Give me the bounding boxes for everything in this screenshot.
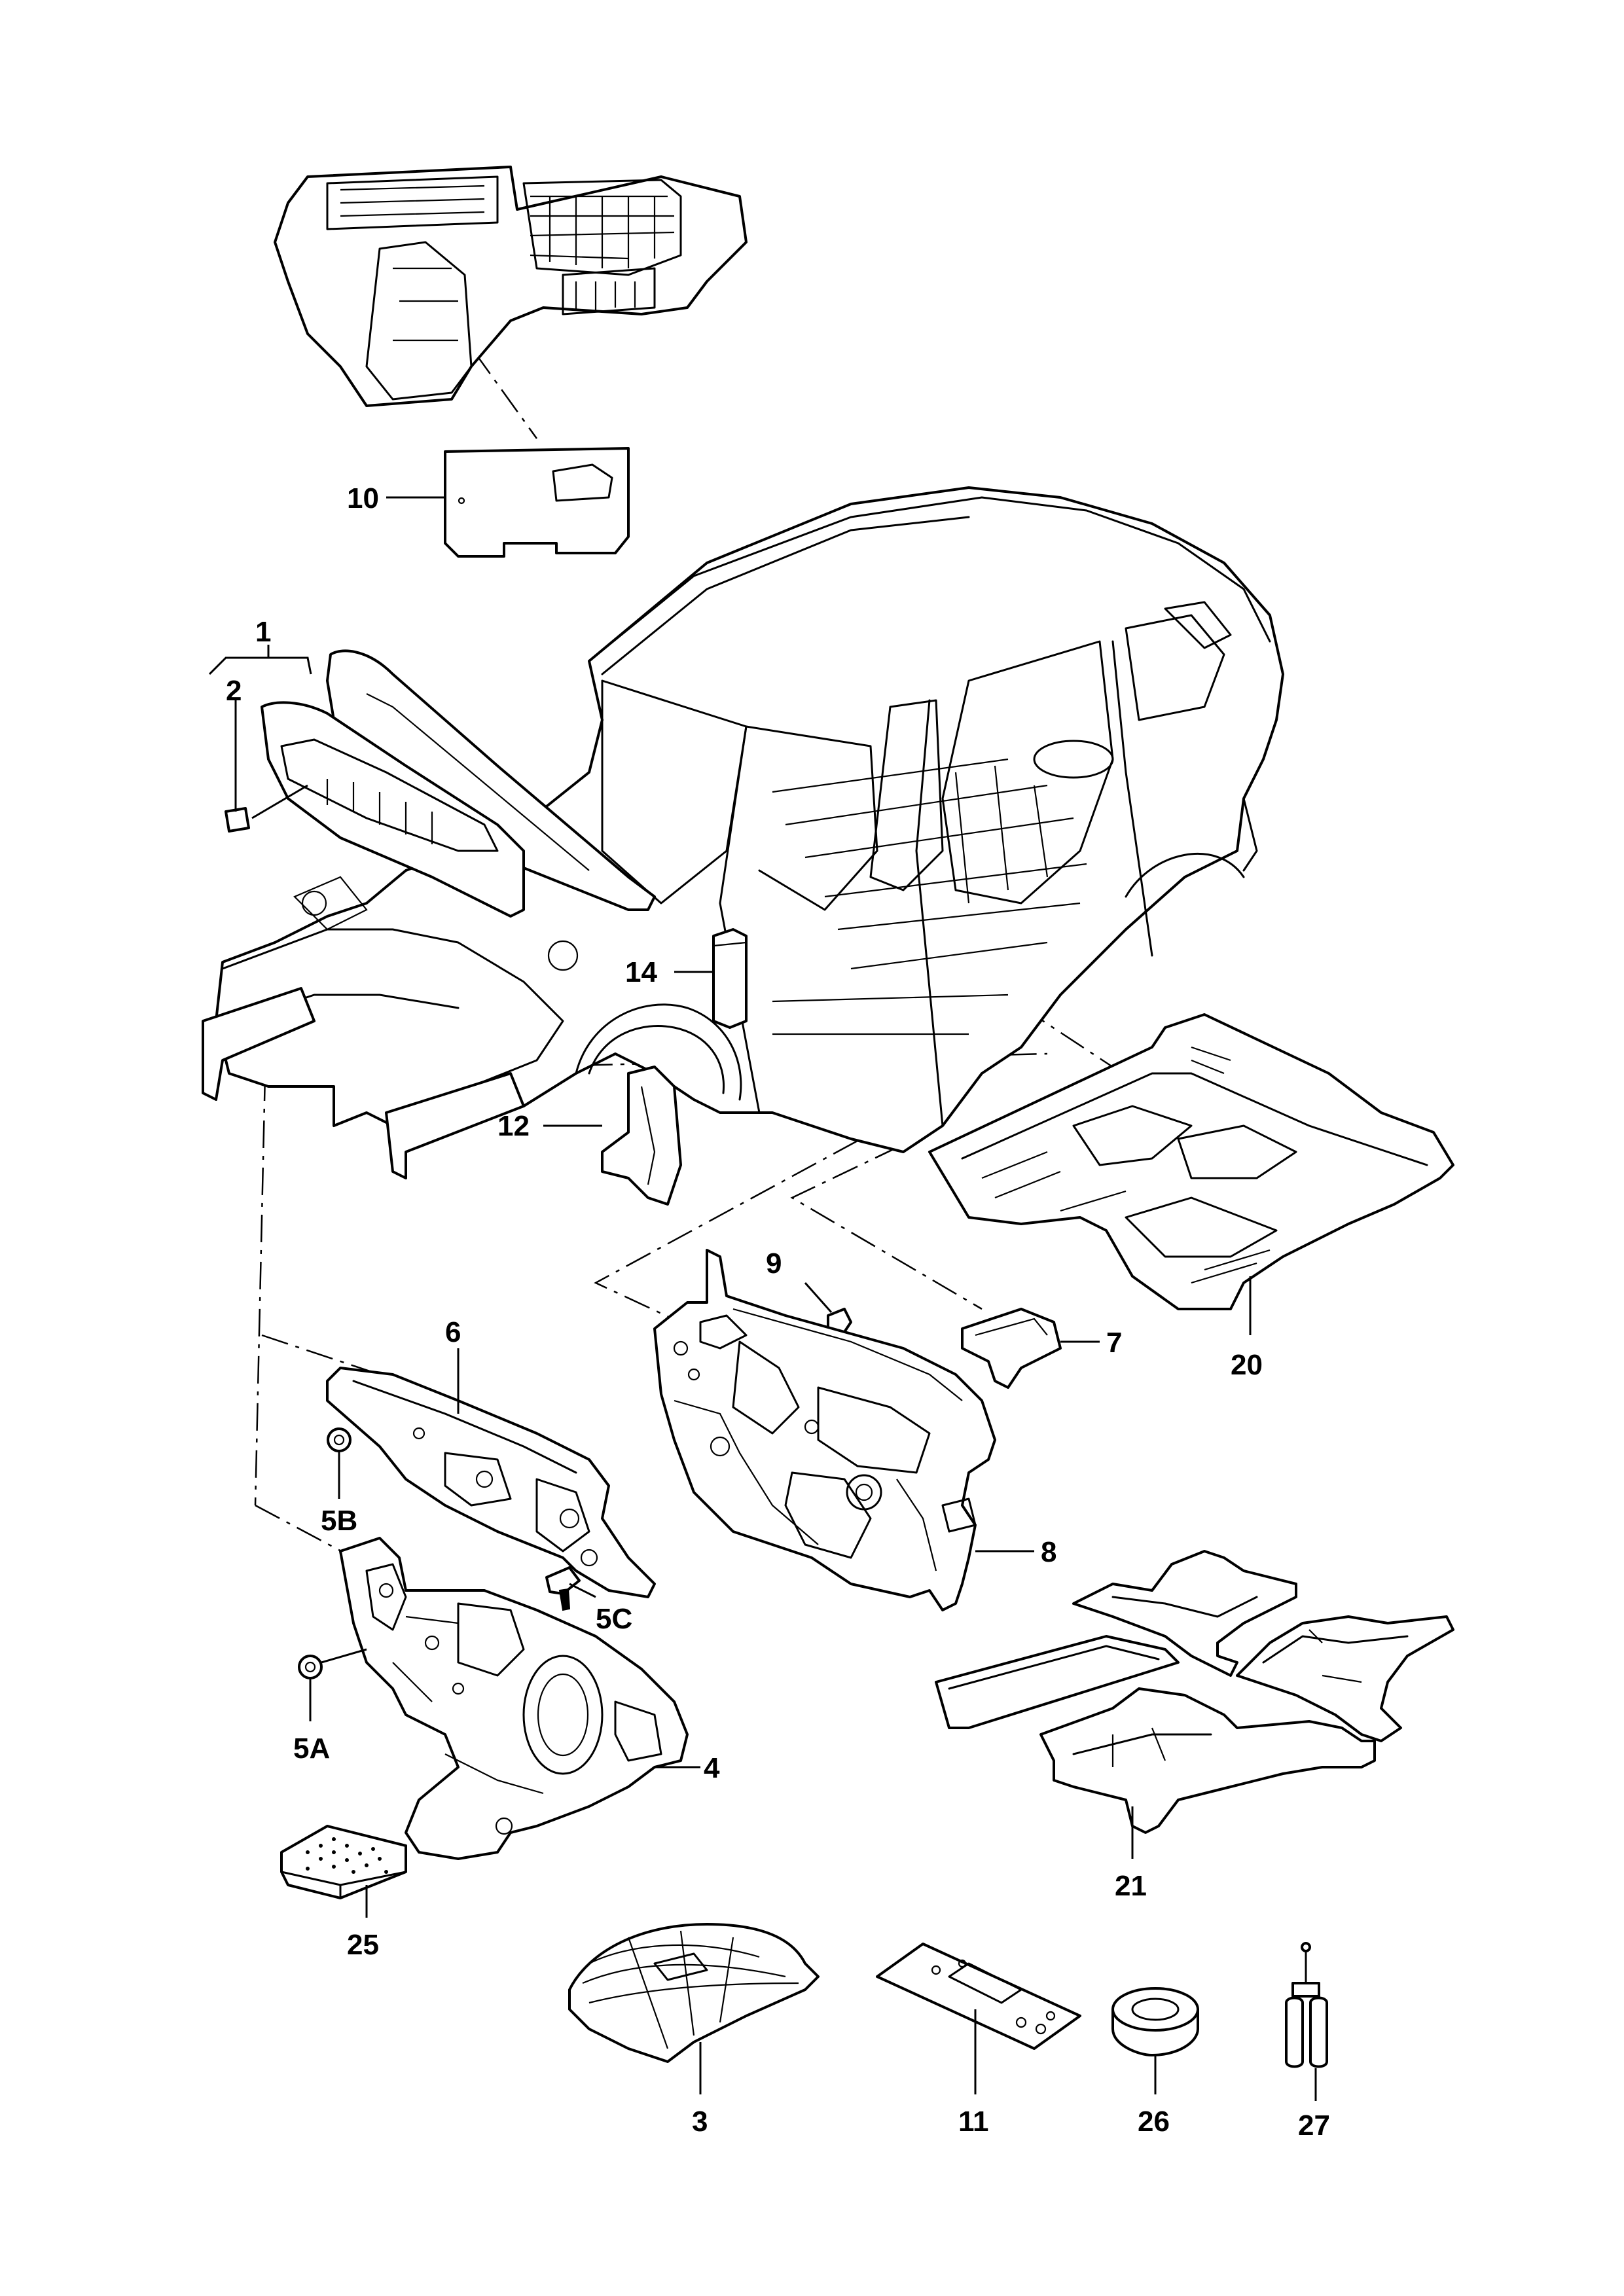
callout-5b: 5B <box>321 1505 357 1537</box>
callout-1: 1 <box>255 616 271 648</box>
part-8-bulkhead-insulation: 8 <box>653 1249 1056 1611</box>
callout-5c: 5C <box>596 1603 632 1635</box>
callout-6: 6 <box>445 1316 461 1348</box>
part-3-insulation: 3 <box>568 1923 820 2138</box>
part-20-floor-carpet: 20 <box>928 1013 1454 1381</box>
callout-20: 20 <box>1231 1349 1263 1381</box>
callout-2: 2 <box>226 675 242 707</box>
part-10-insulation: 10 <box>347 447 630 558</box>
callout-14: 14 <box>625 956 657 988</box>
callout-5a: 5A <box>293 1732 330 1765</box>
callout-26: 26 <box>1138 2106 1170 2138</box>
callout-21: 21 <box>1115 1870 1147 1902</box>
foam-dots <box>306 1837 388 1874</box>
part-12-insulation: 12 <box>497 1066 682 1206</box>
part-5b-grommet: 5B <box>321 1427 357 1537</box>
part-14-block: 14 <box>625 928 748 1029</box>
callout-12: 12 <box>497 1110 530 1142</box>
part-26-ring: 26 <box>1111 1987 1199 2138</box>
part-1-2-bonnet-insulation: 1 2 <box>208 616 656 918</box>
part-21-floor-mats: 21 <box>935 1550 1454 1902</box>
part-25-foam-block: 25 <box>280 1825 407 1961</box>
callout-11: 11 <box>958 2106 989 2138</box>
part-9-clip: 9 <box>766 1247 852 1333</box>
part-5a-grommet: 5A <box>293 1648 367 1765</box>
callout-4: 4 <box>704 1752 720 1784</box>
callout-25: 25 <box>347 1929 379 1961</box>
callout-10: 10 <box>347 482 379 514</box>
part-11-pad: 11 <box>876 1943 1081 2138</box>
hvac-housing <box>274 166 748 407</box>
callout-27: 27 <box>1298 2109 1330 2142</box>
part-5c-clip: 5C <box>545 1566 632 1635</box>
callout-3: 3 <box>692 2106 708 2138</box>
callout-8: 8 <box>1041 1536 1056 1568</box>
callout-7: 7 <box>1106 1327 1122 1359</box>
callout-9: 9 <box>766 1247 782 1280</box>
part-7-insulation: 7 <box>961 1308 1122 1389</box>
part-4-insulation-lower: 4 <box>339 1537 720 1860</box>
part-6-insulation: 6 <box>326 1316 656 1598</box>
vehicle-body <box>202 486 1284 1179</box>
part-27-fastener: 27 <box>1285 1942 1330 2142</box>
